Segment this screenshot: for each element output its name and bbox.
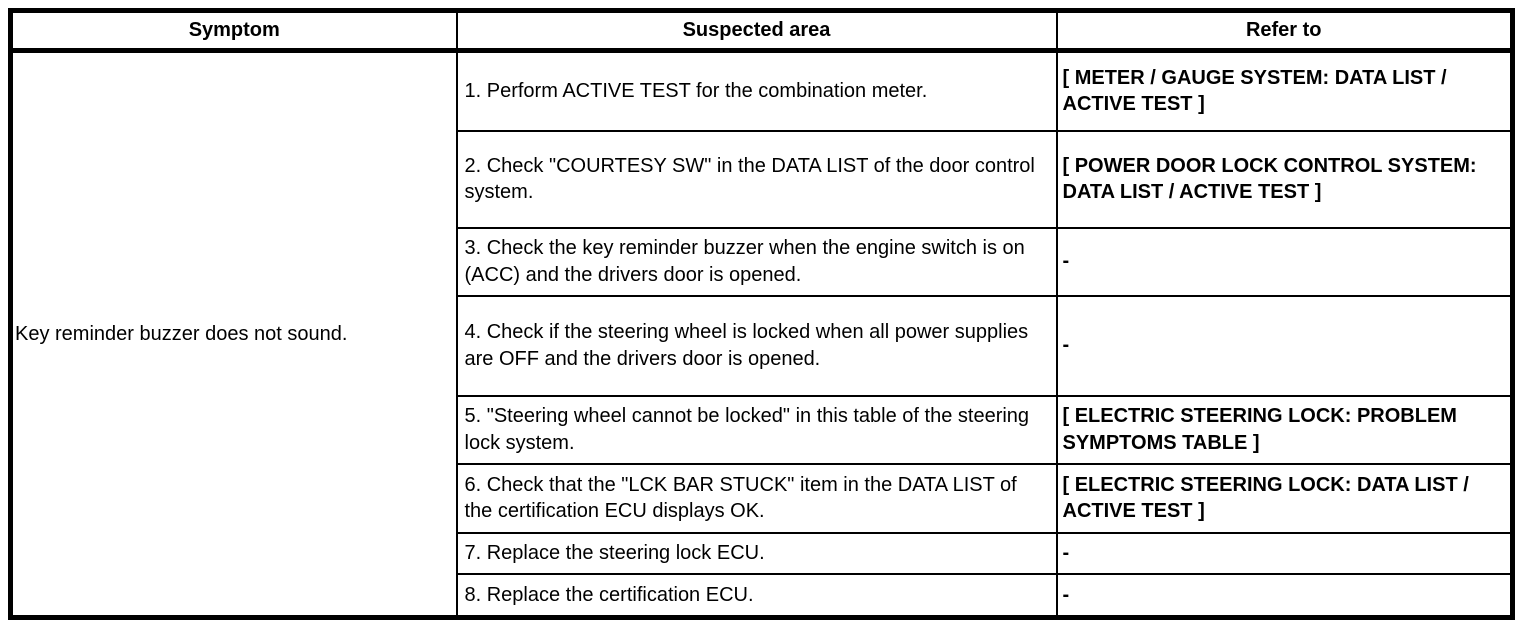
refer-to-cell: - — [1055, 294, 1514, 397]
suspected-area-cell: 4. Check if the steering wheel is locked… — [455, 294, 1058, 397]
table-row: 4. Check if the steering wheel is locked… — [11, 294, 1514, 397]
problem-symptoms-table: Symptom Suspected area Refer to Key remi… — [8, 8, 1515, 620]
refer-to-cell: [ METER / GAUGE SYSTEM: DATA LIST / ACTI… — [1055, 49, 1514, 132]
table-row: 6. Check that the "LCK BAR STUCK" item i… — [11, 462, 1514, 534]
column-header-refer-to: Refer to — [1055, 9, 1514, 53]
table-row: 5. "Steering wheel cannot be locked" in … — [11, 394, 1514, 465]
table-row: 8. Replace the certification ECU. - — [11, 572, 1514, 619]
table-row: 3. Check the key reminder buzzer when th… — [11, 226, 1514, 297]
refer-to-cell: - — [1055, 531, 1514, 575]
refer-to-cell: - — [1055, 226, 1514, 297]
table-row: 2. Check "COURTESY SW" in the DATA LIST … — [11, 129, 1514, 229]
suspected-area-cell: 7. Replace the steering lock ECU. — [455, 531, 1058, 575]
refer-to-cell: [ POWER DOOR LOCK CONTROL SYSTEM: DATA L… — [1055, 129, 1514, 229]
suspected-area-cell: 3. Check the key reminder buzzer when th… — [455, 226, 1058, 297]
table-row: 7. Replace the steering lock ECU. - — [11, 531, 1514, 575]
header-row: Symptom Suspected area Refer to — [9, 9, 1514, 53]
suspected-area-cell: 2. Check "COURTESY SW" in the DATA LIST … — [455, 129, 1058, 229]
column-header-suspected-area: Suspected area — [455, 9, 1058, 53]
suspected-area-cell: 1. Perform ACTIVE TEST for the combinati… — [455, 49, 1058, 132]
suspected-area-cell: 6. Check that the "LCK BAR STUCK" item i… — [455, 462, 1058, 534]
refer-to-cell: - — [1055, 572, 1514, 619]
refer-to-cell: [ ELECTRIC STEERING LOCK: PROBLEM SYMPTO… — [1055, 394, 1514, 465]
column-header-symptom: Symptom — [9, 9, 458, 53]
suspected-area-cell: 5. "Steering wheel cannot be locked" in … — [455, 394, 1058, 465]
symptom-cell: Key reminder buzzer does not sound. — [9, 49, 458, 619]
suspected-area-cell: 8. Replace the certification ECU. — [455, 572, 1058, 619]
refer-to-cell: [ ELECTRIC STEERING LOCK: DATA LIST / AC… — [1055, 462, 1514, 534]
table-row: Key reminder buzzer does not sound. 1. P… — [9, 49, 1514, 619]
